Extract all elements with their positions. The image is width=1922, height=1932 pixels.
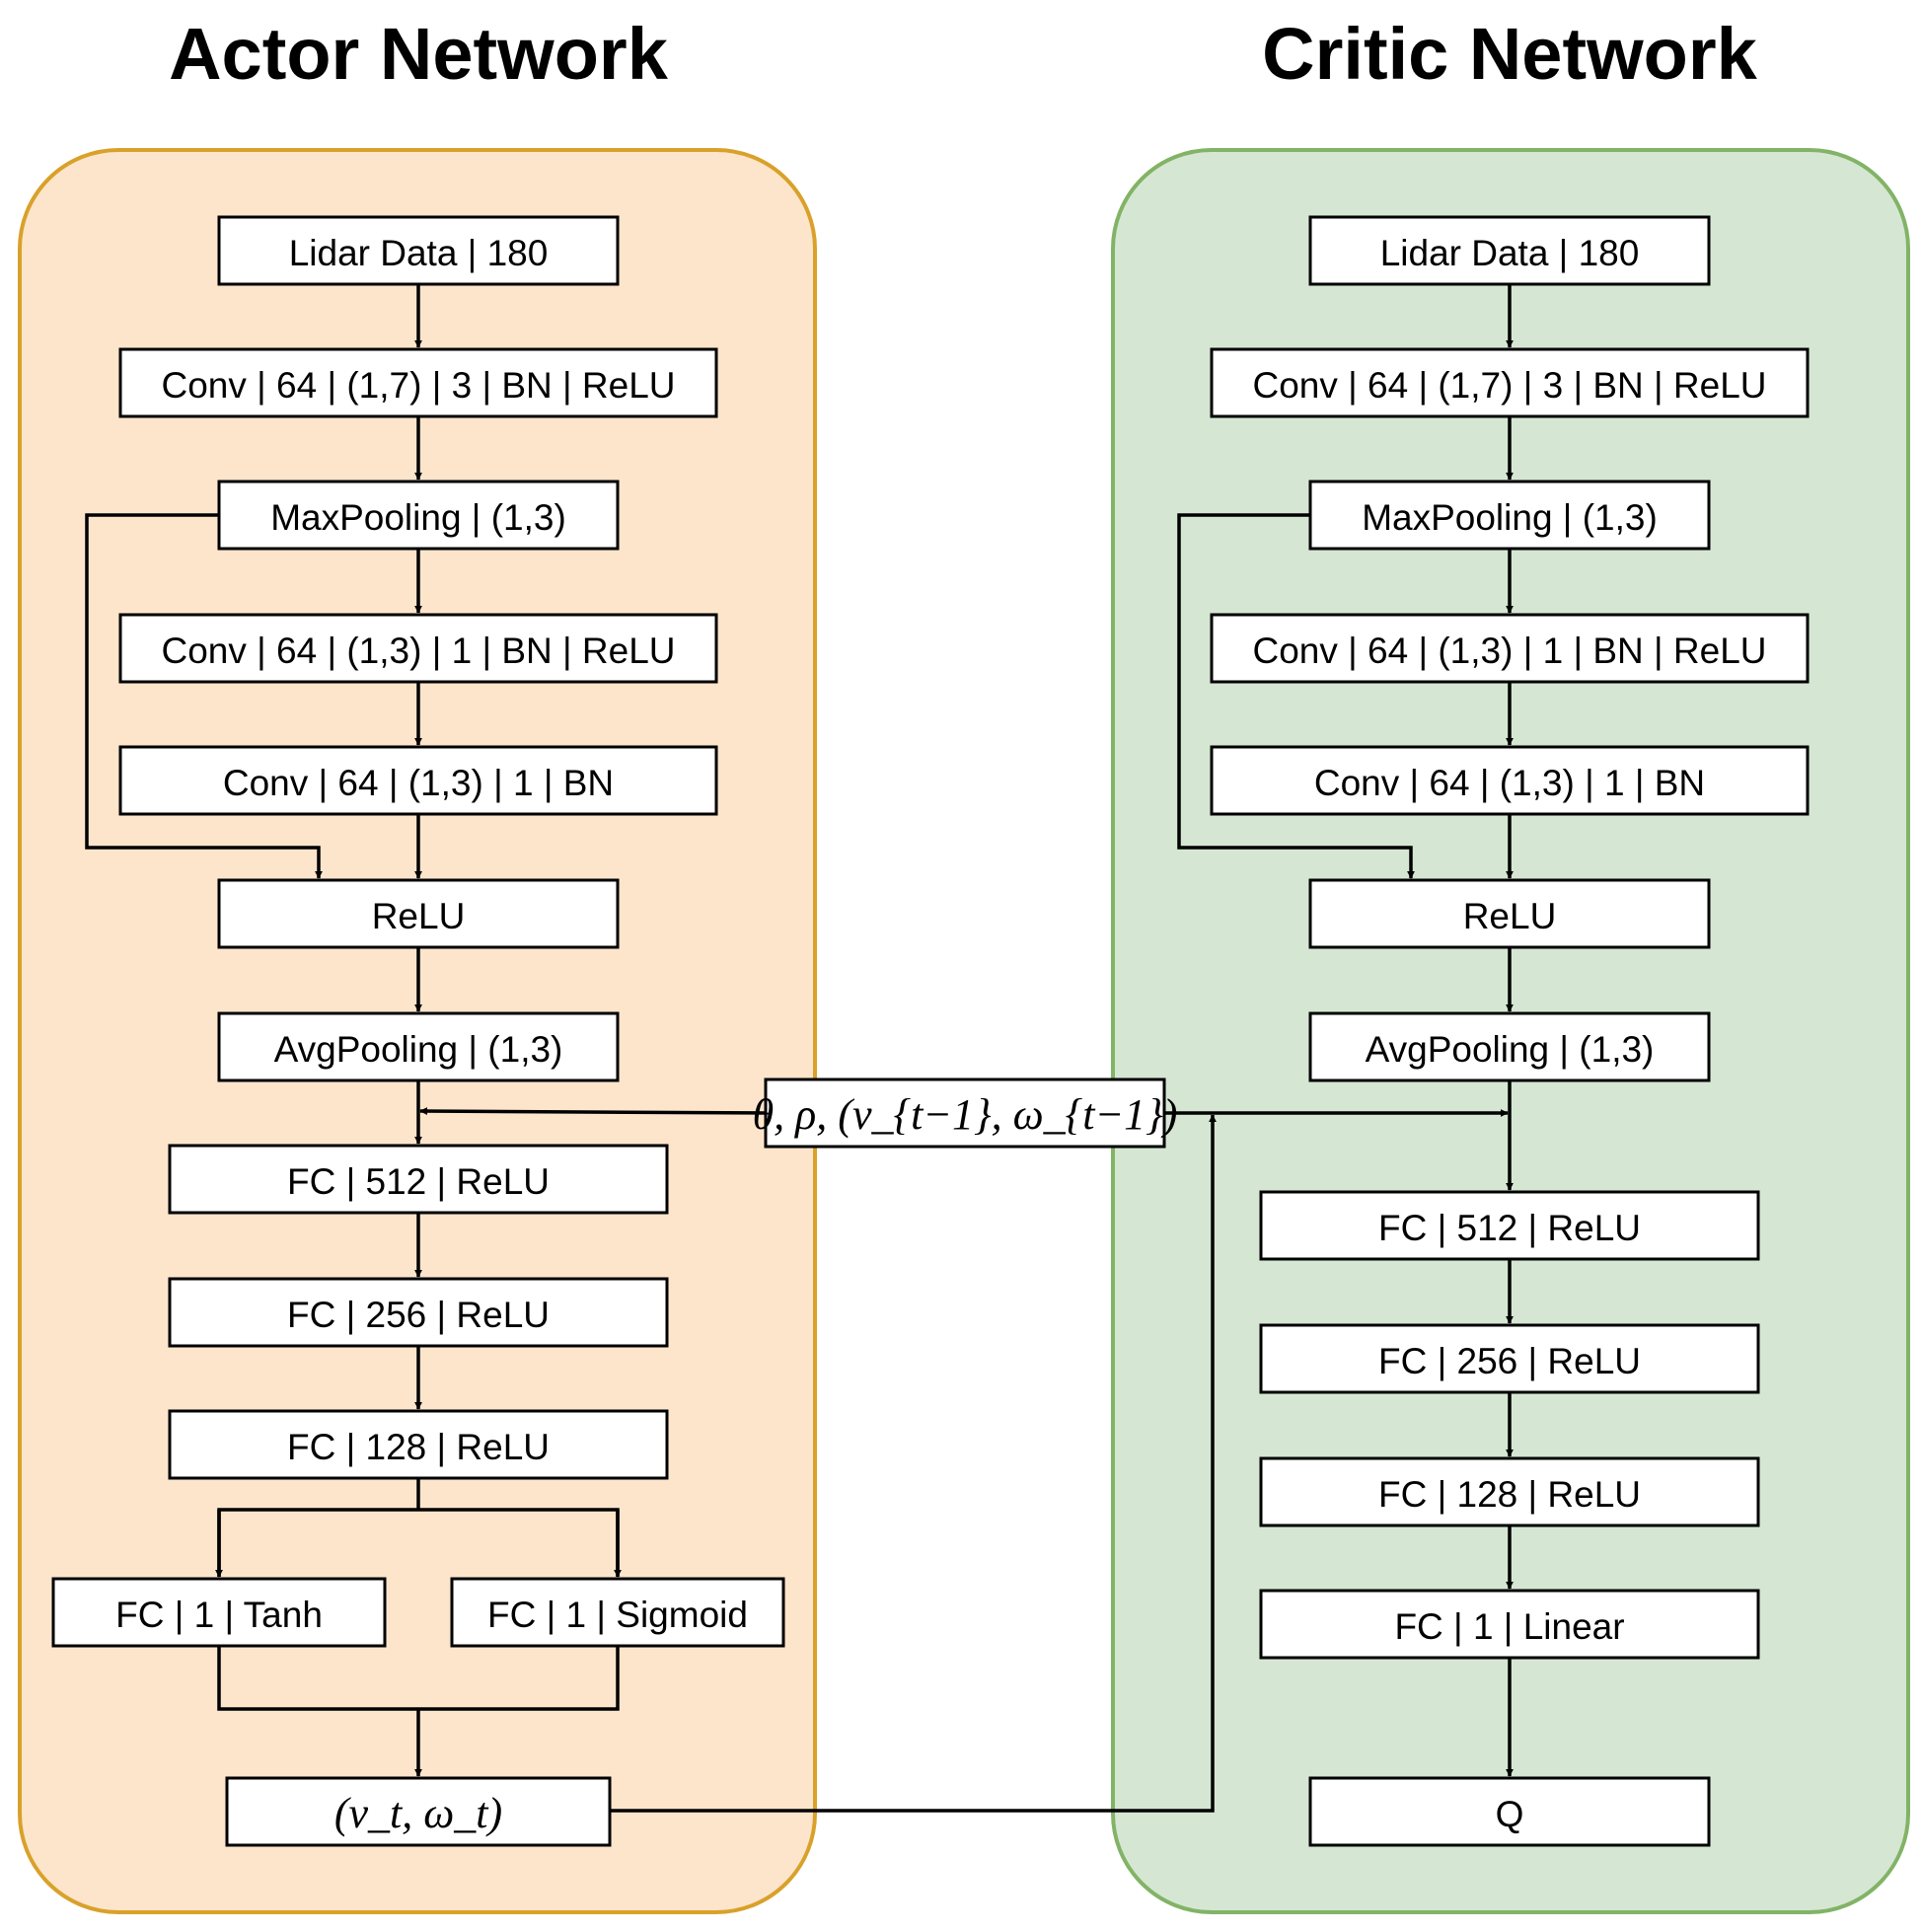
critic-layer-label: AvgPooling | (1,3) bbox=[1366, 1029, 1655, 1070]
critic-layer-box bbox=[1308, 878, 1711, 949]
actor-layer-box bbox=[217, 215, 620, 286]
critic-layer-box bbox=[1210, 347, 1810, 418]
actor-layer-label: Conv | 64 | (1,3) | 1 | BN bbox=[223, 763, 614, 803]
shared-input-box bbox=[764, 1077, 1166, 1149]
cross-edges bbox=[419, 1107, 1509, 1813]
critic-layer-label: FC | 1 | Linear bbox=[1394, 1606, 1624, 1647]
actor-layer-box bbox=[217, 1011, 620, 1082]
skip-connection bbox=[1177, 513, 1415, 879]
actor-output-box bbox=[225, 1776, 612, 1847]
actor-layer-box bbox=[217, 480, 620, 551]
critic-layer-label: Conv | 64 | (1,3) | 1 | BN | ReLU bbox=[1252, 631, 1766, 671]
critic-layer-box bbox=[1308, 480, 1711, 551]
edge-shared-to-actor bbox=[419, 1107, 767, 1116]
critic-layer-box bbox=[1259, 1456, 1760, 1527]
critic-layer-label: FC | 512 | ReLU bbox=[1378, 1208, 1641, 1248]
actor-sigmoid-label: FC | 1 | Sigmoid bbox=[487, 1595, 748, 1635]
actor-layer-label: FC | 256 | ReLU bbox=[287, 1295, 550, 1335]
actor-layers: Lidar Data | 180 Conv | 64 | (1,7) | 3 |… bbox=[51, 215, 785, 1847]
critic-layer-label: Lidar Data | 180 bbox=[1380, 233, 1640, 273]
actor-sigmoid-box bbox=[450, 1577, 785, 1648]
actor-output-label: (v_t, ω_t) bbox=[334, 1789, 502, 1837]
critic-title: Critic Network bbox=[1262, 13, 1758, 95]
critic-layer-label: FC | 256 | ReLU bbox=[1378, 1341, 1641, 1381]
critic-layer-box bbox=[1308, 1011, 1711, 1082]
critic-layer-box bbox=[1259, 1323, 1760, 1394]
critic-layers: Lidar Data | 180 Conv | 64 | (1,7) | 3 |… bbox=[1210, 215, 1810, 1847]
critic-layer-label: Conv | 64 | (1,7) | 3 | BN | ReLU bbox=[1252, 365, 1766, 406]
critic-layer-box bbox=[1210, 613, 1810, 684]
edge-action-to-critic bbox=[610, 1114, 1217, 1813]
actor-layer-box bbox=[168, 1277, 669, 1348]
actor-layer-label: Lidar Data | 180 bbox=[289, 233, 549, 273]
critic-layer-box bbox=[1210, 745, 1810, 816]
critic-layer-box bbox=[1259, 1190, 1760, 1261]
critic-layer-label: MaxPooling | (1,3) bbox=[1362, 497, 1658, 538]
actor-layer-box bbox=[118, 745, 718, 816]
actor-layer-label: Conv | 64 | (1,7) | 3 | BN | ReLU bbox=[161, 365, 675, 406]
critic-layer-label: Conv | 64 | (1,3) | 1 | BN bbox=[1314, 763, 1705, 803]
critic-layer-label: ReLU bbox=[1463, 896, 1557, 936]
actor-layer-label: MaxPooling | (1,3) bbox=[270, 497, 566, 538]
actor-layer-box bbox=[168, 1409, 669, 1480]
critic-layer-box bbox=[1259, 1589, 1760, 1660]
critic-layer-label: FC | 128 | ReLU bbox=[1378, 1474, 1641, 1515]
actor-tanh-label: FC | 1 | Tanh bbox=[115, 1595, 323, 1635]
actor-layer-box bbox=[118, 613, 718, 684]
actor-tanh-box bbox=[51, 1577, 387, 1648]
shared-input-label: θ, ρ, (v_{t−1}, ω_{t−1}) bbox=[753, 1090, 1178, 1139]
skip-connection bbox=[85, 513, 323, 879]
actor-edges bbox=[85, 284, 622, 1777]
critic-output-label: Q bbox=[1496, 1794, 1524, 1834]
actor-layer-label: AvgPooling | (1,3) bbox=[274, 1029, 563, 1070]
actor-layer-box bbox=[168, 1144, 669, 1215]
actor-layer-label: FC | 128 | ReLU bbox=[287, 1427, 550, 1467]
actor-title: Actor Network bbox=[169, 13, 669, 95]
actor-layer-label: Conv | 64 | (1,3) | 1 | BN | ReLU bbox=[161, 631, 675, 671]
actor-layer-box bbox=[118, 347, 718, 418]
actor-layer-label: FC | 512 | ReLU bbox=[287, 1161, 550, 1202]
actor-layer-box bbox=[217, 878, 620, 949]
critic-edges bbox=[1177, 284, 1514, 1777]
critic-output-box bbox=[1308, 1776, 1711, 1847]
actor-layer-label: ReLU bbox=[372, 896, 466, 936]
critic-layer-box bbox=[1308, 215, 1711, 286]
